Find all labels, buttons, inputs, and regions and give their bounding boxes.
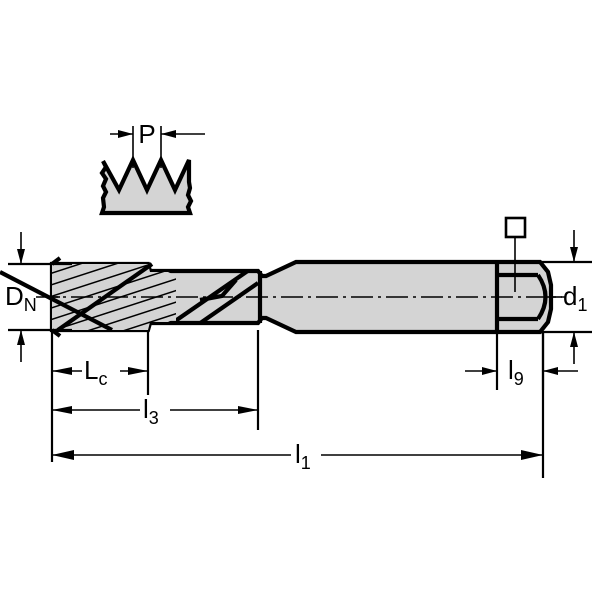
flute-groove-cusp: [199, 278, 238, 303]
spiral-flute-lines: [0, 262, 154, 332]
DN-arrow-top: [17, 249, 25, 264]
dimension-label-l1: l1: [295, 439, 311, 473]
flute-edge-2: [0, 270, 113, 332]
dimension-label-P: P: [138, 119, 155, 149]
dimension-d1: d1: [528, 230, 592, 364]
l9-arrow-left: [482, 367, 497, 375]
tap-tool-body: [0, 256, 566, 338]
d1-arrow-top: [570, 247, 578, 262]
square-symbol-icon: [504, 216, 527, 239]
dimension-label-DN: DN: [5, 281, 37, 315]
dimension-label-l3: l3: [143, 394, 159, 428]
l3-label-mask: [140, 395, 170, 421]
Lc-arrow-right: [128, 367, 148, 375]
d1-arrow-bottom: [570, 332, 578, 347]
thread-profile-shape: [99, 155, 194, 216]
l3-arrow-left: [52, 406, 72, 414]
l3-arrow-right: [238, 406, 258, 414]
Lc-arrow-left: [52, 367, 72, 375]
pitch-arrow-right: [161, 130, 176, 138]
dimension-label-d1: d1: [563, 281, 587, 315]
dimension-l3: l3: [52, 330, 260, 430]
square-drive-symbol-callout: [504, 216, 527, 292]
l1-arrow-left: [52, 450, 74, 460]
dimension-label-l9: l9: [508, 355, 524, 389]
pitch-arrow-left: [118, 130, 133, 138]
dimension-Lc: Lc: [50, 330, 150, 462]
DN-arrow-bottom: [17, 330, 25, 345]
dimension-l1: l1: [52, 332, 545, 478]
l1-arrow-right: [521, 450, 543, 460]
l1-label-mask: [291, 440, 321, 466]
flute-edge-1: [56, 262, 154, 332]
l9-arrow-right: [543, 367, 558, 375]
dimension-label-Lc: Lc: [84, 355, 107, 389]
thread-profile-detail: P: [99, 119, 205, 216]
Lc-label-mask: [82, 356, 120, 382]
flute-groove-2: [194, 281, 258, 322]
dimension-DN: DN: [5, 232, 72, 362]
dimension-l9: l9: [465, 332, 578, 390]
flute-groove-group: [176, 272, 258, 322]
